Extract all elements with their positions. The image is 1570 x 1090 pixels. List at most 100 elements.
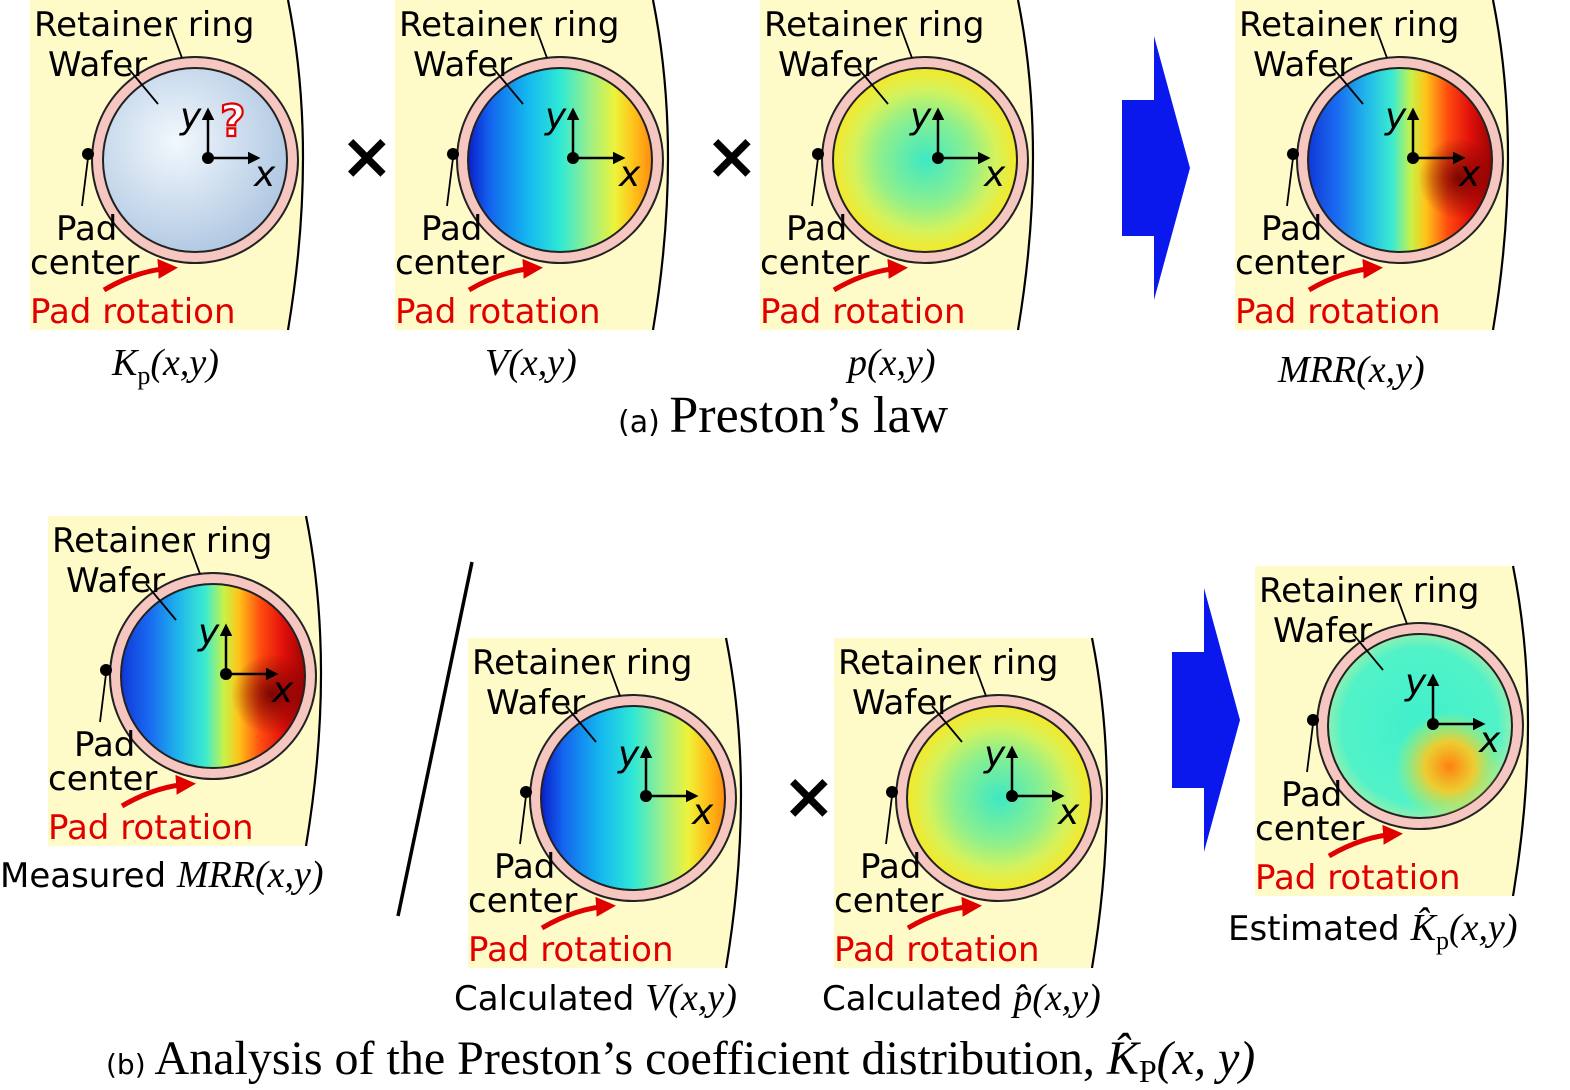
pad-center-dot bbox=[1287, 148, 1299, 160]
pad-label: Pad bbox=[786, 209, 847, 249]
retainer-leader-line bbox=[532, 19, 548, 59]
center-label: center bbox=[760, 243, 869, 283]
wafer-label: Wafer bbox=[413, 45, 512, 85]
wafer-hot-spot bbox=[1328, 634, 1512, 818]
wafer-hot-spot bbox=[1308, 68, 1492, 252]
center-label: center bbox=[1255, 809, 1364, 849]
retainer-ring-label: Retainer ring bbox=[1259, 571, 1479, 611]
pad-label: Pad bbox=[860, 847, 921, 887]
wafer-label: Wafer bbox=[48, 45, 147, 85]
retainer-leader-line bbox=[971, 657, 987, 697]
times-sign-2: × bbox=[705, 120, 759, 194]
pad-label: Pad bbox=[56, 209, 117, 249]
center-label: center bbox=[834, 881, 943, 921]
wafer bbox=[540, 705, 726, 891]
pad-rotation-arrow bbox=[120, 774, 196, 809]
pad-rotation-arrow bbox=[102, 258, 178, 293]
pad-center-leader-line bbox=[519, 795, 527, 845]
pad-edge-arc bbox=[1491, 0, 1510, 331]
wafer-leader-line bbox=[127, 67, 159, 105]
pad-label: Pad bbox=[74, 725, 135, 765]
x-axis-label: x bbox=[271, 670, 294, 711]
retainer-ring-label: Retainer ring bbox=[34, 5, 254, 45]
x-axis-label: x bbox=[691, 792, 714, 833]
wafer bbox=[102, 67, 288, 253]
pad-edge-arc bbox=[304, 515, 323, 847]
label-mrr: MRR(x,y) bbox=[1277, 349, 1425, 391]
wafer-center-dot bbox=[1407, 152, 1419, 164]
wafer-label: Wafer bbox=[1273, 611, 1372, 651]
wafer-leader-line bbox=[492, 67, 524, 105]
pad-center-dot bbox=[100, 664, 112, 676]
retainer-ring-label: Retainer ring bbox=[838, 643, 1058, 683]
label-measured-mrr: Measured MRR(x,y) bbox=[0, 854, 324, 896]
pad-center-dot bbox=[812, 148, 824, 160]
x-axis-label: x bbox=[618, 154, 641, 195]
pad-center-dot bbox=[82, 148, 94, 160]
retainer-ring-label: Retainer ring bbox=[399, 5, 619, 45]
wafer bbox=[467, 67, 653, 253]
pad-rotation-label: Pad rotation bbox=[468, 930, 674, 970]
retainer-leader-line bbox=[1392, 585, 1408, 625]
wafer-hot-spot bbox=[121, 584, 305, 768]
center-label: center bbox=[468, 881, 577, 921]
retainer-ring-label: Retainer ring bbox=[1239, 5, 1459, 45]
pad-center-leader-line bbox=[99, 673, 107, 723]
divide-sign bbox=[396, 561, 474, 917]
pad-edge-arc bbox=[1016, 0, 1035, 331]
pad-rotation-label: Pad rotation bbox=[395, 292, 601, 332]
pad-center-leader-line bbox=[1306, 723, 1314, 773]
pad-center-dot bbox=[447, 148, 459, 160]
pad-center-leader-line bbox=[811, 157, 819, 207]
wafer-leader-line bbox=[857, 67, 889, 105]
pad-label: Pad bbox=[1281, 775, 1342, 815]
pad-edge-arc bbox=[286, 0, 305, 331]
retainer-ring-label: Retainer ring bbox=[764, 5, 984, 45]
pad-rotation-arrow bbox=[467, 258, 543, 293]
wafer-label: Wafer bbox=[66, 561, 165, 601]
y-axis-label: y bbox=[544, 96, 567, 137]
center-label: center bbox=[48, 759, 157, 799]
retainer-leader-line bbox=[185, 535, 201, 575]
pad-center-leader-line bbox=[446, 157, 454, 207]
label-p: p(x,y) bbox=[845, 342, 936, 384]
pad-rotation-label: Pad rotation bbox=[1235, 292, 1441, 332]
y-axis-label: y bbox=[983, 734, 1006, 775]
wafer-label: Wafer bbox=[778, 45, 877, 85]
label-calc-v: Calculated V(x,y) bbox=[454, 977, 737, 1019]
wafer-center-dot bbox=[1006, 790, 1018, 802]
pad-edge-arc bbox=[651, 0, 670, 331]
pad-rotation-label: Pad rotation bbox=[1255, 858, 1461, 898]
x-axis-label: x bbox=[983, 154, 1006, 195]
pad-center-dot bbox=[520, 786, 532, 798]
pad-center-dot bbox=[1307, 714, 1319, 726]
retainer-ring-label: Retainer ring bbox=[52, 521, 272, 561]
retainer-leader-line bbox=[167, 19, 183, 59]
result-arrow-b bbox=[1172, 588, 1240, 852]
pad-center-leader-line bbox=[1286, 157, 1294, 207]
y-axis-label: y bbox=[179, 96, 202, 137]
wafer-leader-line bbox=[1352, 633, 1384, 671]
pad-center-leader-line bbox=[81, 157, 89, 207]
pad-rotation-arrow bbox=[1307, 258, 1383, 293]
pad-rotation-label: Pad rotation bbox=[48, 808, 254, 848]
wafer-label: Wafer bbox=[486, 683, 585, 723]
center-label: center bbox=[1235, 243, 1344, 283]
wafer bbox=[832, 67, 1018, 253]
pad-label: Pad bbox=[421, 209, 482, 249]
y-axis-label: y bbox=[197, 612, 220, 653]
wafer-leader-line bbox=[931, 705, 963, 743]
center-label: center bbox=[30, 243, 139, 283]
pad-center-dot bbox=[886, 786, 898, 798]
retainer-leader-line bbox=[1372, 19, 1388, 59]
pad-rotation-arrow bbox=[906, 896, 982, 931]
pad-label: Pad bbox=[494, 847, 555, 887]
wafer-leader-line bbox=[565, 705, 597, 743]
wafer-center-dot bbox=[1427, 718, 1439, 730]
wafer-label: Wafer bbox=[852, 683, 951, 723]
result-arrow-a bbox=[1122, 36, 1190, 300]
